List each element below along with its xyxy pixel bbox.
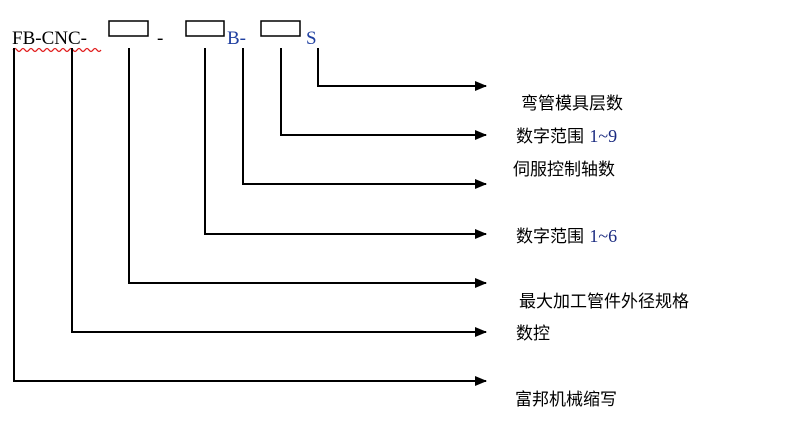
- connector-box-layers: [280, 48, 487, 140]
- label-servo-axes: 伺服控制轴数: [513, 160, 615, 180]
- code-prefix: FB-CNC-: [12, 28, 87, 49]
- label-digit-range-6: 数字范围 1~6: [516, 226, 617, 247]
- placeholder-box-axes: [185, 20, 225, 37]
- range-value-9: 1~9: [589, 126, 617, 146]
- spellcheck-underline: [12, 47, 102, 53]
- label-fubang-abbr: 富邦机械缩写: [515, 390, 617, 410]
- label-max-pipe-od: 最大加工管件外径规格: [519, 292, 689, 312]
- placeholder-box-pipe-od: [108, 20, 149, 37]
- label-bend-die-layers: 弯管模具层数: [521, 94, 623, 114]
- connector-box-axes: [204, 48, 487, 239]
- code-separator: -: [157, 28, 163, 49]
- code-suffix: S: [306, 28, 317, 49]
- label-cnc: 数控: [516, 324, 550, 344]
- connector-suffix-s: [317, 48, 487, 91]
- connector-mid-b: [242, 48, 487, 189]
- code-mid: B-: [227, 28, 246, 49]
- placeholder-box-layers: [260, 20, 301, 37]
- label-digit-range-9: 数字范围 1~9: [516, 126, 617, 147]
- range-value-6: 1~6: [589, 226, 617, 246]
- connector-cnc: [71, 48, 487, 337]
- connector-box-pipe-od: [128, 48, 487, 288]
- connector-fb: [13, 48, 487, 386]
